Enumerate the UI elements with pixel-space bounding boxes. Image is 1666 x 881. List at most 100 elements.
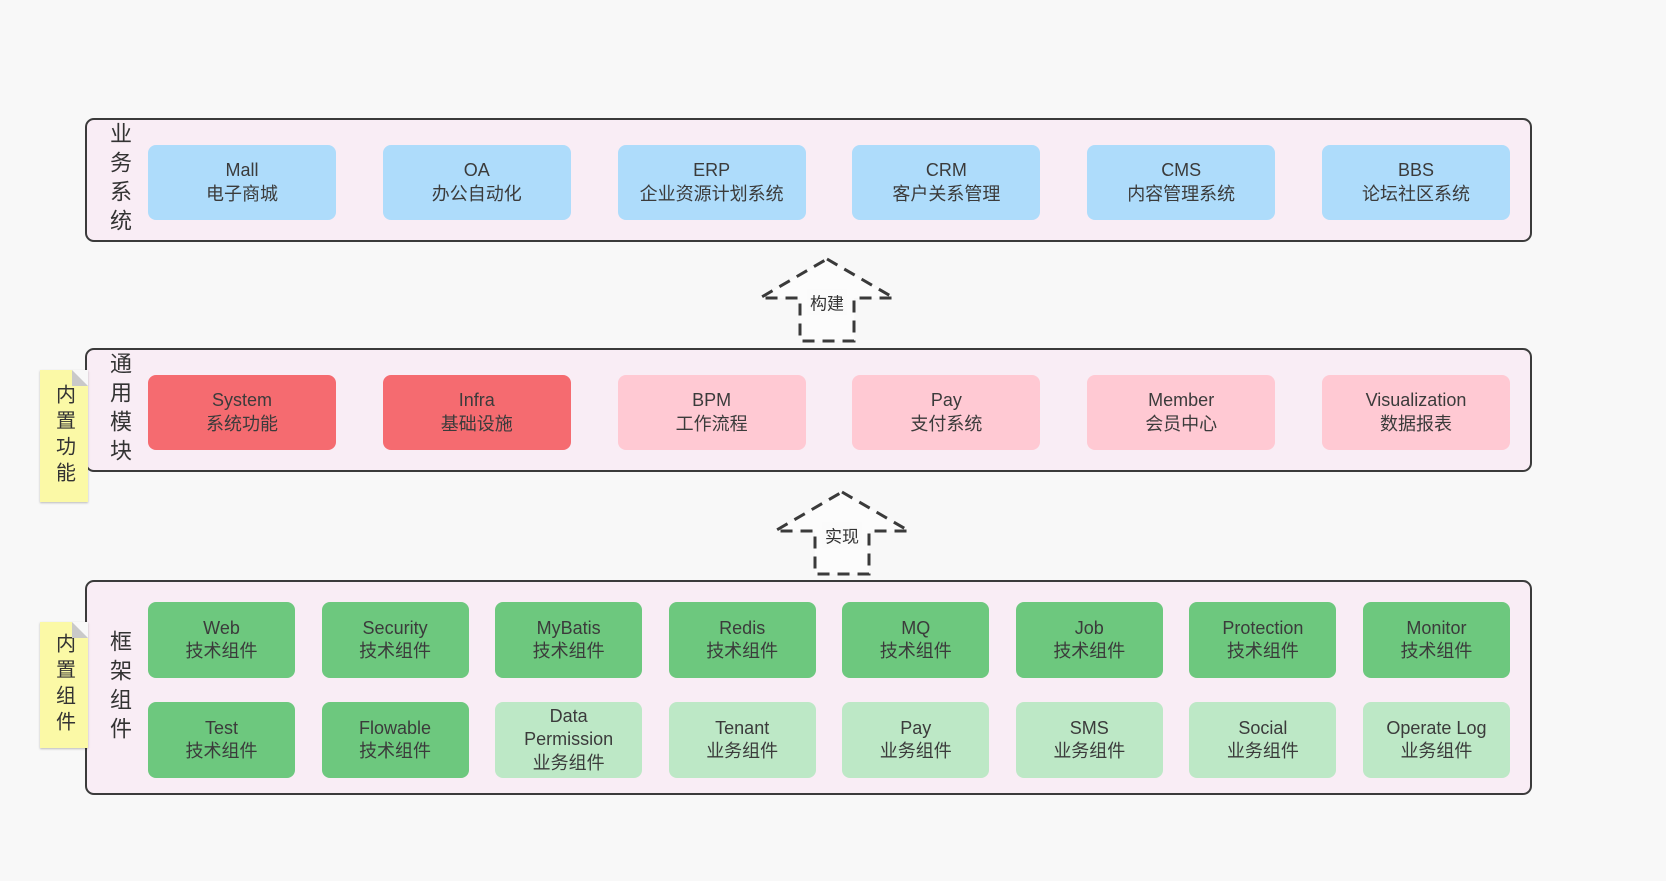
box-pay: Pay 业务组件 <box>842 702 990 778</box>
box-title: CMS <box>1161 160 1202 181</box>
box-title: Test <box>204 717 238 738</box>
sticky-note-builtin-components: 内置组件 <box>40 622 88 748</box>
arrow-build-label: 构建 <box>807 288 847 316</box>
box-title: CRM <box>925 160 967 181</box>
arrow-implement: 实现 <box>767 489 917 577</box>
business-systems-row: Mall 电子商城 OA 办公自动化 ERP 企业资源计划系统 CRM 客户关系… <box>148 145 1510 220</box>
layer-business-systems: 业务系统 Mall 电子商城 OA 办公自动化 ERP 企业资源计划系统 CRM… <box>85 118 1532 242</box>
box-system: System 系统功能 <box>148 375 336 450</box>
box-subtitle: 论坛社区系统 <box>1361 183 1470 204</box>
box-data-permission: Data Permission 业务组件 <box>495 702 643 778</box>
box-subtitle: 工作流程 <box>675 413 748 434</box>
framework-components-row-2: Test 技术组件 Flowable 技术组件 Data Permission … <box>148 702 1510 778</box>
box-subtitle: 内容管理系统 <box>1127 183 1236 204</box>
box-protection: Protection 技术组件 <box>1189 602 1337 678</box>
box-title: Tenant <box>715 717 770 738</box>
arrow-build: 构建 <box>752 256 902 344</box>
box-title: Pay <box>930 390 962 411</box>
layer-label-common-modules: 通用模块 <box>107 352 132 468</box>
sticky-note-label: 内置组件 <box>52 633 75 737</box>
box-sms: SMS 业务组件 <box>1015 702 1163 778</box>
box-bpm: BPM 工作流程 <box>617 375 806 450</box>
common-modules-row: System 系统功能 Infra 基础设施 BPM 工作流程 Pay 支付系统… <box>148 375 1510 450</box>
box-web: Web 技术组件 <box>148 602 295 678</box>
box-subtitle: 技术组件 <box>706 641 779 661</box>
box-title: ERP <box>693 160 731 181</box>
box-infra: Infra 基础设施 <box>382 375 571 450</box>
box-subtitle: 基础设施 <box>440 413 513 434</box>
box-title: Member <box>1148 390 1215 411</box>
box-title: SMS <box>1069 717 1109 738</box>
box-subtitle: 技术组件 <box>185 641 258 661</box>
layer-framework-components: 内置组件 框架组件 Web 技术组件 Security 技术组件 MyBatis… <box>40 580 1532 795</box>
box-title: Monitor <box>1406 617 1467 638</box>
box-title: Security <box>362 617 428 638</box>
box-social: Social 业务组件 <box>1189 702 1337 778</box>
layer-label-business-systems: 业务系统 <box>107 122 132 238</box>
sticky-note-label: 内置功能 <box>52 384 75 488</box>
box-flowable: Flowable 技术组件 <box>321 702 469 778</box>
layer-common-modules: 内置功能 通用模块 System 系统功能 Infra 基础设施 BPM 工作流… <box>40 348 1532 502</box>
box-title: Data Permission <box>524 705 614 750</box>
box-title: MyBatis <box>536 617 601 638</box>
box-title: Infra <box>458 390 495 411</box>
box-subtitle: 业务组件 <box>1226 741 1299 761</box>
box-subtitle: 企业资源计划系统 <box>639 183 784 204</box>
box-subtitle: 办公自动化 <box>431 183 522 204</box>
box-monitor: Monitor 技术组件 <box>1362 602 1510 678</box>
box-title: Operate Log <box>1386 717 1487 738</box>
box-subtitle: 技术组件 <box>1053 641 1126 661</box>
box-subtitle: 数据报表 <box>1379 413 1452 434</box>
box-cms: CMS 内容管理系统 <box>1087 145 1276 220</box>
box-subtitle: 技术组件 <box>1226 641 1299 661</box>
box-subtitle: 业务组件 <box>1053 741 1126 761</box>
layer-label-framework-components: 框架组件 <box>107 629 132 746</box>
box-title: Pay <box>900 717 932 738</box>
box-subtitle: 业务组件 <box>1400 741 1473 761</box>
box-title: Flowable <box>359 717 432 738</box>
box-title: Job <box>1074 617 1104 638</box>
box-mall: Mall 电子商城 <box>148 145 336 220</box>
box-title: BBS <box>1397 160 1434 181</box>
box-title: Visualization <box>1365 390 1467 411</box>
box-title: Mall <box>225 160 259 181</box>
box-subtitle: 技术组件 <box>1400 641 1473 661</box>
box-subtitle: 技术组件 <box>532 641 605 661</box>
box-erp: ERP 企业资源计划系统 <box>617 145 806 220</box>
box-subtitle: 技术组件 <box>359 741 432 761</box>
sticky-note-builtin-features: 内置功能 <box>40 370 88 502</box>
box-subtitle: 技术组件 <box>879 641 952 661</box>
box-redis: Redis 技术组件 <box>668 602 816 678</box>
box-member: Member 会员中心 <box>1087 375 1276 450</box>
box-subtitle: 技术组件 <box>185 741 258 761</box>
box-title: Protection <box>1222 617 1304 638</box>
framework-components-row-1: Web 技术组件 Security 技术组件 MyBatis 技术组件 Redi… <box>148 602 1510 678</box>
box-subtitle: 会员中心 <box>1145 413 1218 434</box>
box-subtitle: 支付系统 <box>910 413 983 434</box>
arrow-implement-label: 实现 <box>822 521 862 549</box>
box-title: MQ <box>901 617 931 638</box>
box-subtitle: 业务组件 <box>706 741 779 761</box>
box-subtitle: 客户关系管理 <box>892 183 1001 204</box>
box-tenant: Tenant 业务组件 <box>668 702 816 778</box>
box-mybatis: MyBatis 技术组件 <box>495 602 643 678</box>
box-title: BPM <box>692 390 732 411</box>
box-crm: CRM 客户关系管理 <box>852 145 1041 220</box>
box-bbs: BBS 论坛社区系统 <box>1321 145 1510 220</box>
box-test: Test 技术组件 <box>148 702 295 778</box>
box-subtitle: 业务组件 <box>532 752 605 773</box>
box-visualization: Visualization 数据报表 <box>1321 375 1510 450</box>
box-subtitle: 技术组件 <box>359 641 432 661</box>
box-mq: MQ 技术组件 <box>842 602 990 678</box>
box-job: Job 技术组件 <box>1015 602 1163 678</box>
box-oa: OA 办公自动化 <box>382 145 571 220</box>
box-subtitle: 系统功能 <box>206 413 278 434</box>
box-title: OA <box>463 160 490 181</box>
box-security: Security 技术组件 <box>321 602 469 678</box>
box-subtitle: 业务组件 <box>879 741 952 761</box>
box-operate-log: Operate Log 业务组件 <box>1362 702 1510 778</box>
box-title: Social <box>1238 717 1288 738</box>
box-subtitle: 电子商城 <box>206 183 278 204</box>
box-title: Web <box>203 617 240 638</box>
